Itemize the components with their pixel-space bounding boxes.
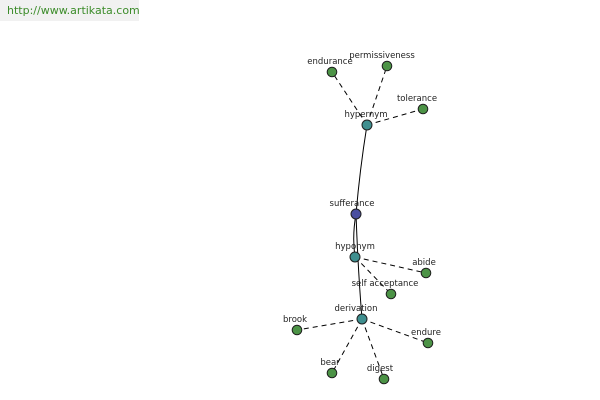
node-label-endure: endure (411, 328, 441, 338)
node-circle-abide[interactable] (420, 267, 432, 279)
node-sufferance[interactable]: sufferance (330, 199, 375, 220)
edge-derivation-endure (361, 318, 429, 344)
edge-hyponym-abide (354, 256, 427, 274)
node-label-bear: bear (320, 358, 340, 368)
node-circle-self-acceptance[interactable] (385, 288, 397, 300)
node-digest[interactable]: digest (367, 364, 394, 385)
node-circle-derivation[interactable] (356, 313, 368, 325)
node-label-abide: abide (412, 258, 436, 268)
nodes-layer: sufferance hypernym hyponym derivation endur… (283, 51, 441, 385)
node-label-permissiveness: permissiveness (349, 51, 415, 61)
node-label-endurance: endurance (307, 57, 352, 67)
node-label-hyponym: hyponym (335, 242, 375, 252)
edge-sufferance-derivation (355, 213, 363, 320)
node-label-tolerance: tolerance (397, 94, 437, 104)
node-self-acceptance[interactable]: self acceptance (352, 279, 419, 300)
node-endure[interactable]: endure (411, 328, 441, 349)
edge-hypernym-tolerance (366, 108, 424, 126)
node-circle-permissiveness[interactable] (381, 60, 393, 72)
node-circle-brook[interactable] (291, 324, 303, 336)
node-derivation[interactable]: derivation (334, 304, 378, 325)
node-circle-tolerance[interactable] (417, 103, 429, 115)
node-label-self-acceptance: self acceptance (352, 279, 419, 289)
node-bear[interactable]: bear (320, 358, 340, 379)
node-tolerance[interactable]: tolerance (397, 94, 437, 115)
edge-hypernym-endurance (331, 71, 368, 126)
node-circle-bear[interactable] (326, 367, 338, 379)
edge-derivation-brook (296, 318, 363, 331)
node-hyponym[interactable]: hyponym (335, 242, 375, 263)
node-label-brook: brook (283, 315, 307, 325)
node-circle-endure[interactable] (422, 337, 434, 349)
node-circle-sufferance[interactable] (350, 208, 362, 220)
edge-hypernym-permissiveness (366, 65, 388, 126)
edge-sufferance-hypernym (355, 124, 368, 215)
node-label-hypernym: hypernym (344, 110, 387, 120)
node-circle-endurance[interactable] (326, 66, 338, 78)
node-endurance[interactable]: endurance (307, 57, 353, 78)
edge-derivation-bear (331, 318, 363, 374)
node-hypernym[interactable]: hypernym (344, 110, 388, 131)
site-url-link[interactable]: http://www.artikata.com (0, 0, 140, 21)
node-brook[interactable]: brook (283, 315, 307, 336)
node-circle-hypernym[interactable] (361, 119, 373, 131)
node-label-derivation: derivation (334, 304, 377, 314)
node-abide[interactable]: abide (412, 258, 436, 279)
node-circle-digest[interactable] (378, 373, 390, 385)
node-label-sufferance: sufferance (330, 199, 375, 209)
node-permissiveness[interactable]: permissiveness (349, 51, 415, 72)
node-label-digest: digest (367, 364, 394, 374)
edge-derivation-digest (361, 318, 385, 380)
node-circle-hyponym[interactable] (349, 251, 361, 263)
